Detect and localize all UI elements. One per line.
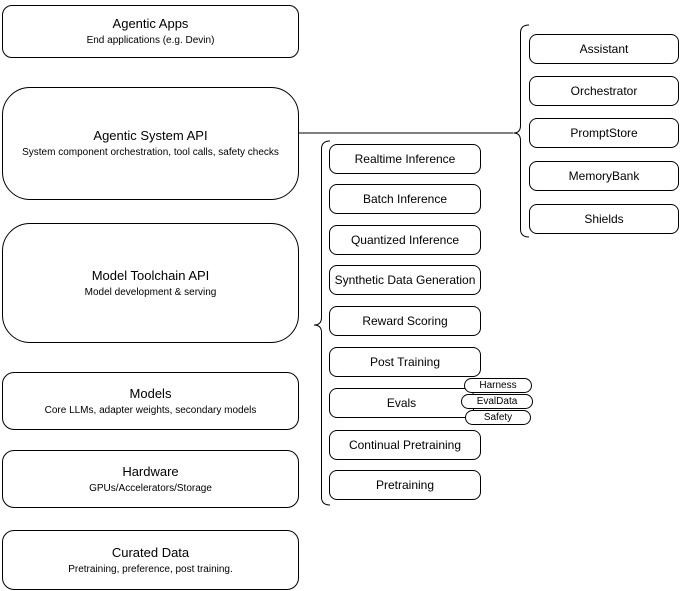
node-label: Synthetic Data Generation	[334, 273, 476, 287]
node-title: Curated Data	[111, 544, 190, 560]
node-label: Post Training	[369, 355, 441, 369]
node-title: Hardware	[122, 463, 179, 479]
node-subtitle: End applications (e.g. Devin)	[86, 35, 215, 46]
node-subtitle: GPUs/Accelerators/Storage	[89, 482, 212, 494]
badge-safety: Safety	[465, 410, 531, 425]
node-hardware: Hardware GPUs/Accelerators/Storage	[2, 450, 299, 508]
node-promptstore: PromptStore	[529, 118, 679, 148]
node-shields: Shields	[529, 204, 679, 234]
node-assistant: Assistant	[529, 34, 679, 64]
node-subtitle: System component orchestration, tool cal…	[22, 147, 279, 158]
toolchain-bracket	[313, 140, 331, 506]
badge-label: Harness	[479, 379, 517, 391]
node-batch-inference: Batch Inference	[329, 184, 481, 214]
badge-evaldata: EvalData	[461, 394, 533, 409]
node-subtitle: Core LLMs, adapter weights, secondary mo…	[44, 404, 257, 416]
node-subtitle: Model development & serving	[84, 286, 217, 298]
node-evals: Evals	[329, 388, 474, 418]
node-curated-data: Curated Data Pretraining, preference, po…	[2, 530, 299, 590]
node-label: Shields	[584, 212, 624, 226]
node-title: Agentic System API	[93, 128, 208, 143]
node-continual-pretraining: Continual Pretraining	[329, 430, 481, 460]
node-label: MemoryBank	[568, 169, 640, 183]
node-models: Models Core LLMs, adapter weights, secon…	[2, 372, 299, 430]
node-agentic-apps: Agentic Apps End applications (e.g. Devi…	[2, 5, 299, 58]
node-title: Model Toolchain API	[91, 267, 210, 283]
node-label: Orchestrator	[570, 84, 638, 98]
node-synthetic-data-generation: Synthetic Data Generation	[329, 265, 481, 295]
badge-label: Safety	[483, 411, 513, 423]
components-bracket	[513, 24, 530, 238]
node-orchestrator: Orchestrator	[529, 76, 679, 106]
badge-label: EvalData	[476, 395, 518, 407]
badge-harness: Harness	[464, 378, 532, 393]
node-quantized-inference: Quantized Inference	[329, 225, 481, 255]
node-label: Assistant	[579, 42, 629, 56]
node-agentic-system-api: Agentic System API System component orch…	[2, 87, 299, 200]
node-subtitle: Pretraining, preference, post training.	[68, 563, 233, 575]
node-label: Quantized Inference	[350, 233, 460, 247]
node-realtime-inference: Realtime Inference	[329, 144, 481, 174]
node-label: Continual Pretraining	[348, 438, 462, 452]
node-label: Pretraining	[375, 478, 435, 492]
node-title: Agentic Apps	[112, 16, 189, 31]
node-title: Models	[129, 385, 172, 401]
node-label: Realtime Inference	[354, 152, 456, 166]
node-pretraining: Pretraining	[329, 470, 481, 500]
node-memorybank: MemoryBank	[529, 161, 679, 191]
node-label: PromptStore	[570, 126, 638, 140]
node-post-training: Post Training	[329, 347, 481, 377]
node-label: Reward Scoring	[362, 314, 448, 328]
node-model-toolchain-api: Model Toolchain API Model development & …	[2, 223, 299, 343]
node-label: Evals	[386, 396, 417, 410]
node-label: Batch Inference	[362, 192, 448, 206]
node-reward-scoring: Reward Scoring	[329, 306, 481, 336]
